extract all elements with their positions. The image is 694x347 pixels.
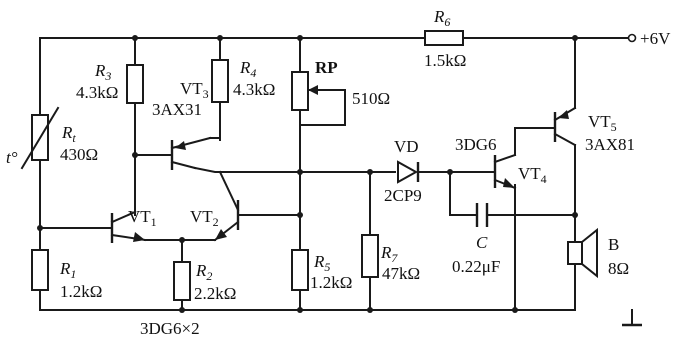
svg-text:R2: R2 <box>195 261 212 283</box>
vt5-type: 3AX81 <box>585 135 635 154</box>
svg-text:R4: R4 <box>239 58 256 80</box>
svg-text:VT2: VT2 <box>190 207 219 229</box>
speaker-b: B 8Ω <box>567 227 629 279</box>
transistor-vt1: VT1 <box>110 207 157 243</box>
rp-wiper-wire <box>299 89 346 126</box>
resistor-r7: R7 47kΩ <box>361 234 420 283</box>
resistor-r1: R1 1.2kΩ <box>31 249 102 301</box>
transistor-vt4: 3DG6 VT4 <box>455 135 547 190</box>
r2-value: 2.2kΩ <box>194 284 236 303</box>
resistor-r5: R5 1.2kΩ <box>291 249 352 292</box>
rp-label: RP <box>315 58 338 77</box>
svg-text:R7: R7 <box>380 243 398 265</box>
rp-value: 510Ω <box>352 89 390 108</box>
cap-left-wire <box>449 171 478 216</box>
wiper-arrow-icon <box>308 85 318 95</box>
vt3-type: 3AX31 <box>152 100 202 119</box>
vt4-collector-wire <box>514 127 556 156</box>
r5-value: 1.2kΩ <box>310 273 352 292</box>
b-label: B <box>608 235 619 254</box>
vt4-type: 3DG6 <box>455 135 497 154</box>
pair-type-label: 3DG6×2 <box>140 319 200 338</box>
vt3-output-wire <box>193 166 396 173</box>
resistor-r3: R3 4.3kΩ <box>76 61 144 104</box>
potentiometer-rp: RP 510Ω <box>291 58 390 111</box>
r6-value: 1.5kΩ <box>424 51 466 70</box>
supply-label: +6V <box>640 29 671 48</box>
svg-text:R1: R1 <box>59 259 76 281</box>
r7-value: 47kΩ <box>382 264 420 283</box>
thermistor-slash-icon <box>20 106 60 170</box>
svg-text:VT3: VT3 <box>180 79 209 101</box>
transistor-vt2: VT2 <box>190 170 240 242</box>
vd-type: 2CP9 <box>384 186 422 205</box>
junctions <box>37 35 578 313</box>
c-label: C <box>476 233 488 252</box>
resistor-r2: R2 2.2kΩ <box>173 261 236 303</box>
thermistor-symbol: t° <box>6 148 18 167</box>
b-value: 8Ω <box>608 259 629 278</box>
svg-text:VT1: VT1 <box>128 207 157 229</box>
svg-text:VT4: VT4 <box>518 164 547 186</box>
npn-arrow-icon <box>133 232 145 242</box>
pnp-arrow-icon <box>558 110 569 119</box>
transistor-vt3: VT3 3AX31 <box>152 79 221 170</box>
resistor-rt: Rt 430Ω t° <box>6 106 98 170</box>
npn-arrow-icon <box>215 229 227 240</box>
svg-text:R5: R5 <box>313 252 330 274</box>
vd-label: VD <box>394 137 419 156</box>
r1-value: 1.2kΩ <box>60 282 102 301</box>
speaker-icon <box>567 241 583 265</box>
r4-value: 4.3kΩ <box>233 80 275 99</box>
rt-value: 430Ω <box>60 145 98 164</box>
supply-terminal-icon <box>627 33 637 43</box>
transistor-vt5: VT5 3AX81 <box>553 106 635 154</box>
npn-arrow-icon <box>503 178 515 188</box>
resistor-r6: R6 1.5kΩ <box>424 7 466 70</box>
capacitor-c: C 0.22μF <box>452 203 500 276</box>
diode-vd: VD 2CP9 <box>384 137 422 205</box>
svg-text:Rt: Rt <box>61 123 76 145</box>
svg-text:VT5: VT5 <box>588 112 617 134</box>
r3-value: 4.3kΩ <box>76 83 118 102</box>
pnp-arrow-icon <box>175 141 186 150</box>
c-value: 0.22μF <box>452 257 500 276</box>
resistor-r4: R4 4.3kΩ <box>211 58 275 103</box>
diode-triangle-icon <box>397 160 419 184</box>
svg-text:R3: R3 <box>94 61 111 83</box>
svg-text:R6: R6 <box>433 7 450 29</box>
